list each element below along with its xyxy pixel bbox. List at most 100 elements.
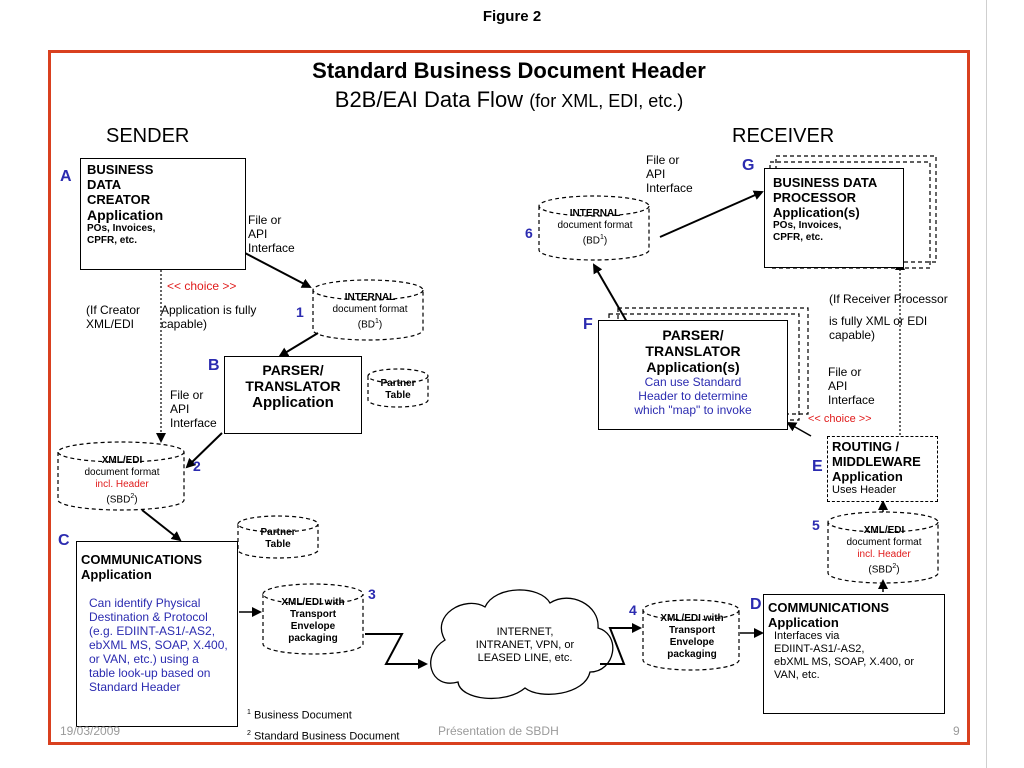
- label-g: G: [742, 157, 755, 174]
- box-c-line1: COMMUNICATIONS: [81, 552, 203, 567]
- partner-table-c-line1: Partner: [260, 527, 296, 538]
- cyl2-line3: incl. Header: [95, 479, 149, 490]
- box-a-line1: BUSINESS: [87, 162, 154, 177]
- cyl1-sup: 1: [374, 318, 379, 325]
- receiver-note-line2b: or EDI: [893, 314, 928, 328]
- step-1: 1: [296, 304, 304, 320]
- env3-line1: XML/EDI with: [281, 597, 345, 608]
- cyl1-line1: INTERNAL: [344, 292, 396, 303]
- box-b-line3: Application: [252, 394, 334, 411]
- cylinder-5-shape: [827, 511, 939, 584]
- receiver-note-row2: is fully XML or EDI: [829, 314, 969, 328]
- footnote-2: 2 Standard Business Document: [247, 727, 400, 744]
- choice-right: << choice >>: [808, 413, 872, 425]
- receiver-note: (If Receiver Processor is fully XML or E…: [829, 292, 969, 342]
- cylinder-2-shape: [57, 441, 185, 511]
- box-d-desc3: ebXML MS, SOAP, X.400, or: [774, 656, 915, 668]
- slide-edge-line: [986, 0, 987, 768]
- box-f-line2: TRANSLATOR: [645, 343, 741, 359]
- cyl6-sup: 1: [599, 234, 604, 241]
- cyl2-sbd: (SBD: [106, 494, 131, 506]
- box-d-line1: COMMUNICATIONS: [768, 600, 890, 615]
- file-api-interface-3: File or API Interface: [646, 153, 693, 195]
- box-f-desc1: Can use Standard: [644, 375, 742, 389]
- footnote-1-text: Business Document: [250, 709, 352, 722]
- box-g-detail2: CPFR, etc.: [773, 232, 824, 243]
- footnote-1-sup: 1: [247, 709, 251, 716]
- box-c-desc2: Destination & Protocol: [89, 610, 208, 624]
- parser-translator-box-b: PARSER/ TRANSLATOR Application: [224, 356, 362, 434]
- subtitle-paren: (for XML, EDI, etc.): [529, 91, 684, 111]
- box-d-description: Interfaces via EDIINT-AS1/-AS2, ebXML MS…: [768, 630, 940, 682]
- figure-label: Figure 2: [482, 8, 542, 25]
- box-d-line2: Application: [768, 615, 839, 630]
- box-c-line2: Application: [81, 567, 152, 582]
- file-api-1-line1: File or: [248, 213, 282, 227]
- cyl6-line2: document format: [557, 220, 633, 231]
- cylinder-1-shape: [312, 279, 424, 341]
- xml-edi-doc-format-5: XML/EDI document format incl. Header (SB…: [830, 525, 938, 576]
- xml-edi-doc-format-2: XML/EDI document format incl. Header (SB…: [60, 455, 184, 506]
- cyl5-sbd: (SBD: [868, 564, 893, 576]
- cyl2-line4: (SBD2): [60, 491, 184, 506]
- business-data-creator-box: BUSINESS DATA CREATOR Application POs, I…: [80, 158, 246, 270]
- label-a: A: [60, 168, 72, 185]
- env4-line2: Transport: [668, 625, 716, 636]
- box-e-line1: ROUTING /: [832, 439, 900, 454]
- cloud-line1: INTERNET,: [496, 626, 554, 638]
- cyl2-line2: document format: [84, 467, 160, 478]
- box-e-line2: MIDDLEWARE: [832, 454, 921, 469]
- envelope-4: XML/EDI with Transport Envelope packagin…: [644, 613, 740, 661]
- partner-table-c-shape: [237, 515, 319, 559]
- footer-title: Présentation de SBDH: [438, 724, 559, 738]
- footnote-2-sup: 2: [247, 730, 251, 737]
- step-3: 3: [368, 586, 376, 602]
- box-d-desc2: EDIINT-AS1/-AS2,: [774, 643, 865, 655]
- business-data-processor-box-g: BUSINESS DATA PROCESSOR Application(s) P…: [764, 168, 904, 268]
- cyl5-sup: 2: [892, 563, 897, 570]
- sender-heading: SENDER: [106, 125, 190, 147]
- box-c-desc3: (e.g. EDIINT-AS1/-AS2,: [89, 624, 216, 638]
- env4-line3: Envelope: [669, 637, 715, 648]
- cloud-line2: INTRANET, VPN, or: [475, 639, 575, 651]
- footnote-2-text: Standard Business Document: [250, 730, 400, 743]
- cyl6-bd: (BD: [582, 235, 600, 247]
- label-d: D: [750, 596, 762, 613]
- label-e: E: [812, 458, 823, 475]
- subtitle-main: B2B/EAI Data Flow: [334, 87, 530, 112]
- diagram-title: Standard Business Document Header: [312, 58, 706, 83]
- receiver-note-line1b: Processor: [893, 292, 948, 306]
- env3-line3: Envelope: [290, 621, 336, 632]
- step-6: 6: [525, 225, 533, 241]
- box-c-desc5: or VAN, etc.) using a: [89, 652, 199, 666]
- box-b-line1: PARSER/: [262, 362, 324, 378]
- creator-note-line1: (If Creator: [86, 303, 141, 317]
- box-a-line3: CREATOR: [87, 192, 151, 207]
- cyl1-bd: (BD: [357, 319, 375, 331]
- envelope-3-shape: [262, 583, 364, 655]
- footer-page-number: 9: [953, 724, 960, 738]
- creator-note-line2: XML/EDI: [86, 317, 135, 331]
- box-c-desc7: Standard Header: [89, 680, 181, 694]
- step-2: 2: [193, 458, 201, 474]
- box-c-desc1: Can identify Physical: [89, 596, 201, 610]
- choice-left: << choice >>: [167, 279, 237, 293]
- box-e-line3: Application: [832, 469, 903, 484]
- box-a-detail2: CPFR, etc.: [87, 235, 138, 246]
- cyl5-line4: (SBD2): [830, 561, 938, 576]
- receiver-note-line2: is fully XML: [829, 314, 890, 328]
- cyl6-close: ): [603, 235, 608, 247]
- label-b: B: [208, 357, 220, 374]
- box-g-detail1: POs, Invoices,: [773, 220, 842, 231]
- parser-translator-box-f: PARSER/ TRANSLATOR Application(s) Can us…: [598, 320, 788, 430]
- receiver-note-row1: (If Receiver Processor: [829, 292, 969, 306]
- creator-note-line1b: Application is fully: [161, 303, 257, 317]
- box-d-desc1: Interfaces via: [774, 630, 840, 642]
- envelope-4-shape: [642, 599, 740, 671]
- receiver-note-line1: (If Receiver: [829, 292, 891, 306]
- file-api-1-line3: Interface: [248, 241, 295, 255]
- partner-table-c: Partner Table: [242, 527, 314, 551]
- box-f-line1: PARSER/: [662, 327, 724, 343]
- cyl1-line3: (BD1): [316, 316, 424, 331]
- footnote-1: 1 Business Document: [247, 706, 352, 723]
